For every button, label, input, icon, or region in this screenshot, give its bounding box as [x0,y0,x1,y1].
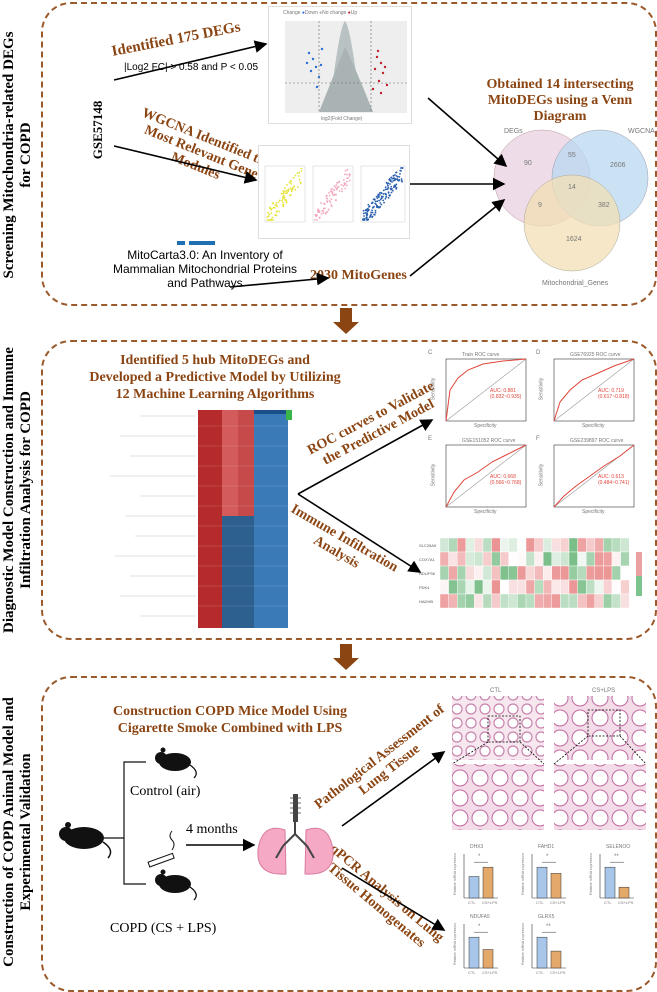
roc-ylabel: Sensitivity [538,463,545,487]
bar-xlabel-cslps: CS+LPS [550,900,566,905]
roc-xlabel: Specificity [582,509,605,515]
bar-xlabel-cslps: CS+LPS [550,970,566,975]
months-label: 4 months [186,822,238,837]
roc-letter: C [428,350,433,356]
bar-chart-title: GLRX5 [538,914,555,920]
venn-diagram: DEGs WGCNA Mitochondrial_Genes 90 2606 5… [490,118,655,294]
bar-cslps [550,950,562,969]
bar-chart-title: FAHD1 [538,844,555,850]
bar-ylabel: Relative mRNA expression [520,923,525,965]
bar-chart-glrx5: GLRX5 ** CTL CS+LPS Relative mRNA expression [516,914,580,978]
mitogenes-label: 2030 MitoGenes [310,268,407,283]
ml-algorithm-heatmap [100,406,296,632]
roc-xlabel: Specificity [582,423,605,429]
bar-xlabel-ctl: CTL [536,900,544,905]
bar-xlabel-ctl: CTL [468,900,476,905]
bar-ylabel: Relative mRNA expression [452,853,457,895]
significance-star: ** [614,854,619,860]
roc-title: GSE76925 ROC curve [570,352,621,358]
copd-label: COPD (CS + LPS) [110,921,217,936]
heatmap-row-label: PDK4 [419,585,430,590]
roc-xlabel: Specificity [474,509,497,515]
roc-ci: (0.566~0.768) [490,480,522,486]
heatmap-row-label: HADHB [419,599,433,604]
mitocarta-logo [177,241,237,247]
bar-ctl [536,866,548,899]
roc-auc: AUC: 0.613 [598,474,624,480]
roc-ci: (0.832~0.935) [490,394,522,400]
bar-cslps [482,949,494,969]
volcano-plot: Change ●Down ●No change ●Up log2(Fold Ch… [268,6,412,124]
bar-chart-title: NDUFA5 [470,914,490,920]
roc-auc: AUC: 0.881 [490,388,516,394]
roc-ylabel: Sensitivity [430,463,437,487]
bar-ctl [604,866,616,899]
control-label: Control (air) [130,784,201,799]
bar-xlabel-ctl: CTL [468,970,476,975]
bar-xlabel-cslps: CS+LPS [482,900,498,905]
roc-ci: (0.484~0.741) [598,480,630,486]
roc-letter: F [536,436,540,442]
panel-validation [41,676,657,992]
bar-cslps [482,866,494,899]
flow-arrow-2 [333,644,359,670]
heatmap-row-label: SLC25A5 [419,543,437,548]
significance-star: * [546,854,549,860]
bar-chart-fahd1: FAHD1 * CTL CS+LPS Relative mRNA expression [516,844,580,908]
bar-xlabel-cslps: CS+LPS [618,900,634,905]
roc-ylabel: Sensitivity [430,377,437,401]
histology-images: CTL CS+LPS [450,688,650,832]
flow-arrow-1 [333,308,359,334]
roc-ci: (0.617~0.818) [598,394,630,400]
bar-ctl [536,936,548,969]
heatmap-row-label: NDUFS6 [419,571,436,576]
significance-star: * [478,924,481,930]
significance-star: * [478,854,481,860]
bar-chart-ndufa5: NDUFA5 * CTL CS+LPS Relative mRNA expression [448,914,512,978]
bar-ctl [468,936,480,969]
panel-screening [41,2,657,306]
bar-ylabel: Relative mRNA expression [588,853,593,895]
roc-title: GSE151052 ROC curve [462,438,516,444]
bar-ylabel: Relative mRNA expression [520,853,525,895]
bar-chart-selenoo: SELENOO ** CTL CS+LPS Relative mRNA expressi… [584,844,648,908]
roc-ylabel: Sensitivity [538,377,545,401]
bar-cslps [618,886,630,899]
significance-star: ** [546,924,551,930]
deg-criteria: |Log2 FC| > 0.58 and P < 0.05 [124,62,258,73]
roc-auc: AUC: 0.719 [598,388,624,394]
bar-cslps [550,873,562,899]
roc-auc: AUC: 0.668 [490,474,516,480]
bar-ctl [468,876,480,899]
roc-title: Train ROC curve [462,352,500,358]
panel-diagnostic [41,340,657,640]
roc-title: GSE239897 ROC curve [570,438,624,444]
roc-letter: D [536,350,541,356]
bar-xlabel-cslps: CS+LPS [482,970,498,975]
bar-xlabel-ctl: CTL [604,900,612,905]
bar-xlabel-ctl: CTL [536,970,544,975]
bar-chart-dhx3: DHX3 * CTL CS+LPS Relative mRNA expression [448,844,512,908]
wgcna-scatter-plots [258,145,410,239]
roc-xlabel: Specificity [474,423,497,429]
bar-chart-title: SELENOO [606,844,631,850]
bar-ylabel: Relative mRNA expression [452,923,457,965]
bar-chart-title: DHX3 [470,844,484,850]
panel2-side-title: Diagnostic Model Construction and Immune… [1,347,34,633]
heatmap-row-label: COX7A1 [419,557,436,562]
dataset-label: GSE57148 [90,100,105,160]
